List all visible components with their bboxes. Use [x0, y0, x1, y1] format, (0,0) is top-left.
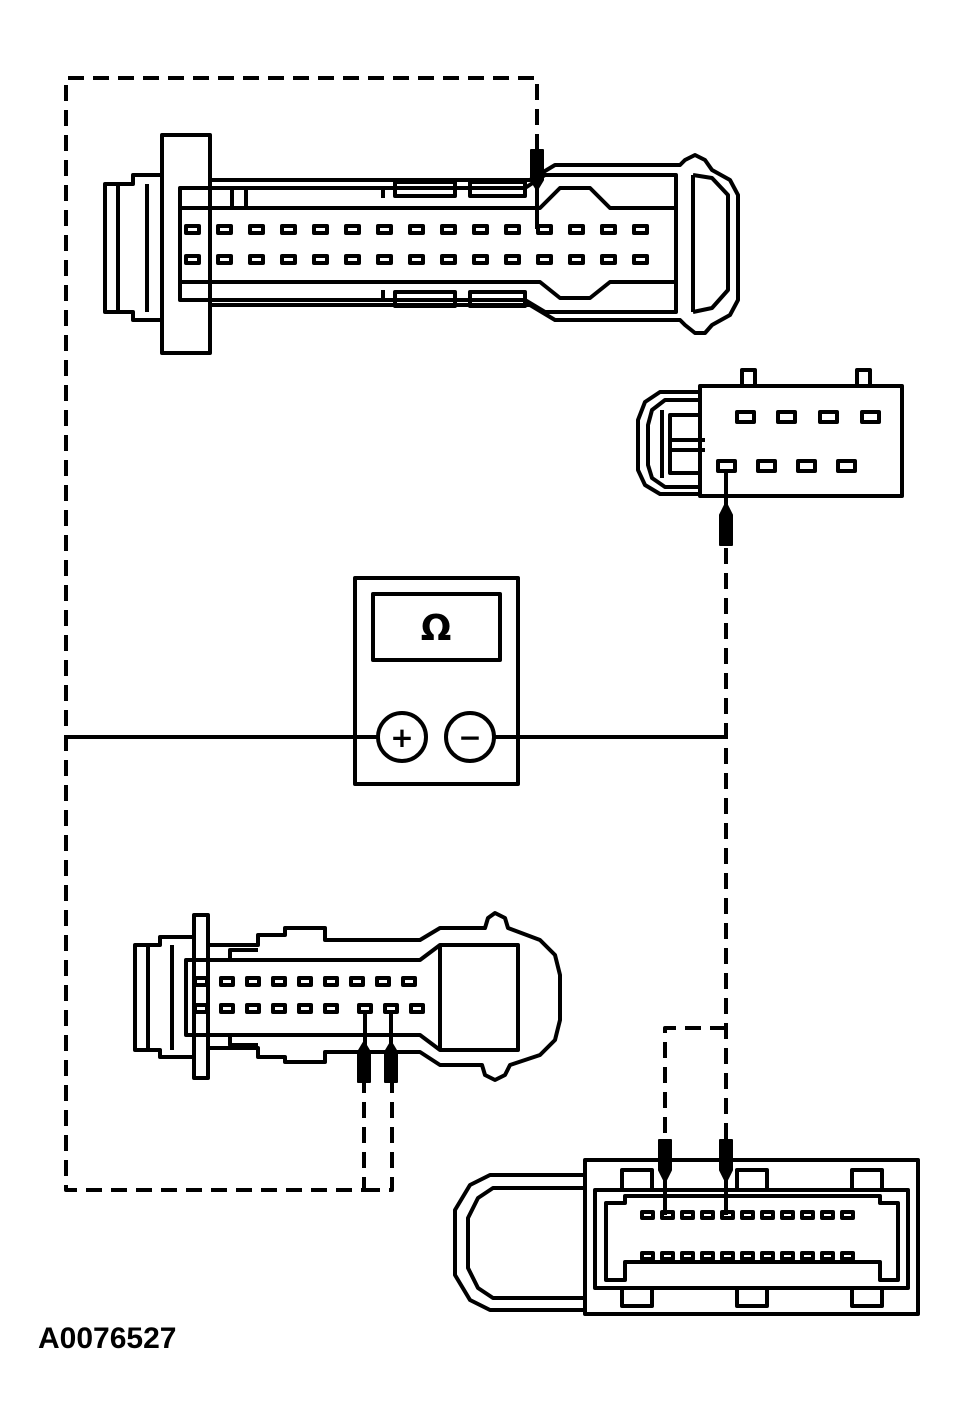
ohmmeter	[353, 576, 520, 786]
probe-top-connector	[530, 149, 544, 191]
probe-bottom-left-2	[384, 1041, 398, 1083]
pin-row-upper	[640, 1210, 855, 1220]
meter-display-symbol: Ω	[421, 608, 452, 649]
pin-row-upper	[193, 976, 417, 987]
connector-bottom-left	[133, 911, 562, 1082]
meter-display	[371, 592, 502, 662]
probe-bottom-right-1	[658, 1139, 672, 1183]
pin-row-lower	[640, 1251, 855, 1261]
connector-small-right	[636, 368, 904, 498]
test-probes	[357, 149, 733, 1183]
solid-wires	[66, 185, 728, 1215]
probe-small-connector	[719, 502, 733, 546]
figure-code: A0076527	[38, 1322, 177, 1355]
pin-row-lower	[184, 254, 649, 265]
connector-large-top	[103, 133, 740, 355]
pin-row-upper	[184, 224, 649, 235]
connector-bottom-right	[453, 1158, 920, 1316]
probe-bottom-left-1	[357, 1041, 371, 1083]
negative-symbol: −	[458, 721, 481, 754]
probe-bottom-right-2	[719, 1139, 733, 1183]
dashed-wires	[64, 76, 728, 1192]
positive-symbol: +	[390, 721, 413, 754]
